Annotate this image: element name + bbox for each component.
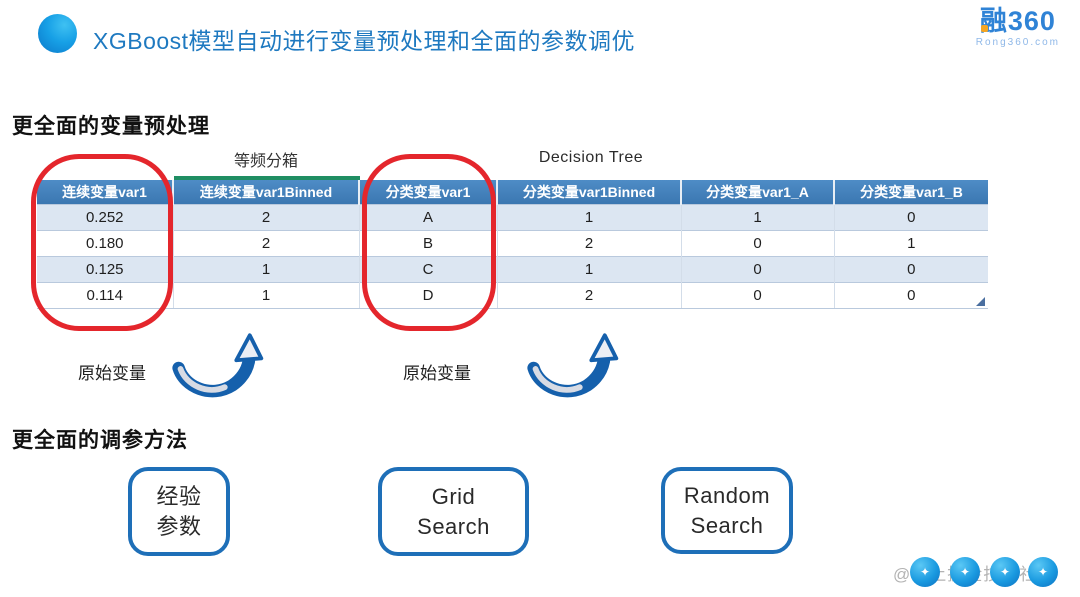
table-bottom-border	[37, 308, 988, 309]
curved-arrow-icon	[172, 333, 264, 398]
table-cell: 2	[172, 230, 359, 257]
table-cell: 1	[680, 204, 834, 231]
rong360-logo: 融360 Rong360.com	[976, 8, 1060, 48]
table-cell: A	[358, 204, 497, 231]
tuning-heading: 更全面的调参方法	[12, 429, 188, 452]
slide-title: XGBoost模型自动进行变量预处理和全面的参数调优	[93, 28, 636, 54]
table-cell: 0.252	[37, 204, 173, 231]
table-cell: B	[358, 230, 497, 257]
watermark: @稀土掘金技术社区 ✦ ✦ ✦ ✦	[893, 556, 1078, 592]
table-cell: 1	[496, 256, 681, 283]
original-variable-label-2: 原始变量	[403, 364, 471, 383]
resize-handle-icon	[976, 297, 985, 306]
table-cell: 2	[496, 230, 681, 257]
column-header: 分类变量var1_B	[833, 180, 988, 205]
table-cell: 0	[833, 282, 988, 308]
preprocessing-heading: 更全面的变量预处理	[12, 115, 210, 138]
table-cell: 0	[680, 256, 834, 283]
table-cell: 1	[172, 256, 359, 283]
logo-accent-icon	[980, 25, 988, 32]
table-cell: 0.180	[37, 230, 173, 257]
method-box-line: 经验	[156, 483, 202, 509]
table-cell: C	[358, 256, 497, 283]
bullet-icon	[38, 14, 77, 53]
table-cell: 1	[172, 282, 359, 308]
red-ellipse-annotation-categorical	[362, 154, 496, 331]
green-highlight-bar	[174, 176, 360, 180]
table-cell: 0	[833, 204, 988, 231]
method-box-line: 参数	[156, 513, 202, 539]
table-cell: 0.125	[37, 256, 173, 283]
method-box-grid-search: Grid Search	[378, 467, 529, 556]
method-box-line: Search	[417, 513, 490, 539]
table-cell: 1	[833, 230, 988, 257]
column-header: 连续变量var1Binned	[172, 180, 359, 205]
juejin-badge-icon: ✦	[950, 557, 980, 587]
curved-arrow-icon	[527, 333, 619, 398]
binning-label: 等频分箱	[233, 153, 298, 170]
original-variable-label-1: 原始变量	[78, 364, 146, 383]
table-cell: 0	[833, 256, 988, 283]
method-box-line: Search	[690, 512, 764, 538]
table-cell: 0	[680, 230, 834, 257]
table-cell: 1	[496, 204, 681, 231]
table-cell: 0	[680, 282, 834, 308]
red-ellipse-annotation-continuous	[31, 154, 173, 331]
juejin-badge-icon: ✦	[990, 557, 1020, 587]
method-box-random-search: Random Search	[661, 467, 793, 554]
method-box-line: Random	[683, 482, 771, 508]
decision-tree-label: Decision Tree	[538, 149, 644, 166]
table-cell: 2	[496, 282, 681, 308]
method-box-experience: 经验 参数	[128, 467, 230, 556]
table-cell: 2	[172, 204, 359, 231]
column-header: 分类变量var1Binned	[496, 180, 681, 205]
column-header: 分类变量var1_A	[680, 180, 834, 205]
juejin-badge-icon: ✦	[1028, 557, 1058, 587]
logo-text: 融360	[979, 6, 1056, 36]
method-box-line: Grid	[431, 483, 476, 509]
logo-domain: Rong360.com	[975, 37, 1060, 48]
juejin-badge-icon: ✦	[910, 557, 940, 587]
